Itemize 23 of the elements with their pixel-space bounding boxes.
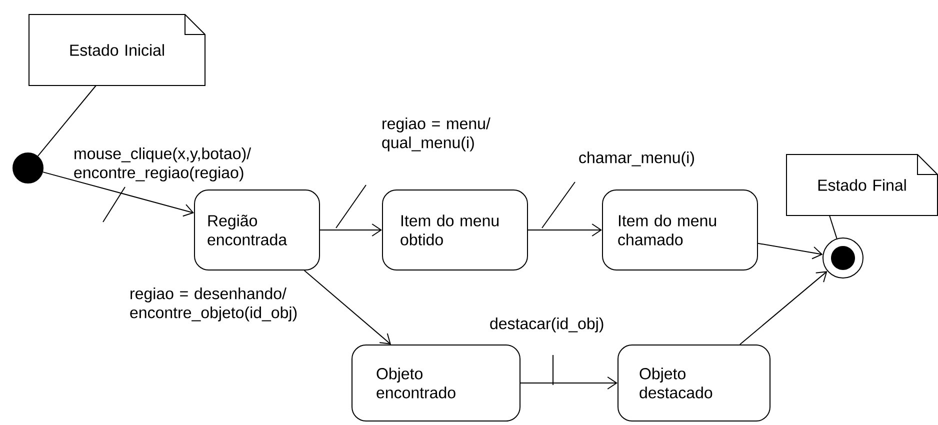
transition-arrow	[520, 376, 618, 390]
leader-line	[829, 215, 838, 239]
transition-arrow	[320, 224, 382, 236]
transition-label: chamar_menu(i)	[579, 152, 694, 166]
note-box: Estado Inicial	[28, 14, 206, 86]
transition-arrow	[758, 242, 823, 260]
note-box: Estado Final	[786, 154, 938, 216]
transition-label: mouse_clique(x,y,botao)/ encontre_regiao(regiao)	[74, 148, 252, 182]
leader-line	[37, 85, 97, 157]
transition-arrow	[304, 270, 391, 344]
state-box: Item do menu chamado	[602, 190, 758, 270]
final-state	[822, 238, 864, 278]
transition-label: regiao = desenhando/ encontre_objeto(id_obj)	[130, 288, 297, 322]
state-box: Item do menu obtido	[382, 190, 528, 270]
state-box: Objeto destacado	[618, 344, 770, 422]
transition-arrow	[739, 271, 828, 345]
state-box: Região encontrada	[194, 190, 320, 270]
transition-arrow	[42, 172, 194, 217]
transition-arrow	[528, 224, 602, 236]
transition-label: regiao = menu/ qual_menu(i)	[382, 118, 490, 152]
state-box: Objeto encontrado	[352, 344, 520, 422]
transition-label: destacar(id_obj)	[490, 318, 604, 332]
initial-state	[12, 152, 44, 184]
